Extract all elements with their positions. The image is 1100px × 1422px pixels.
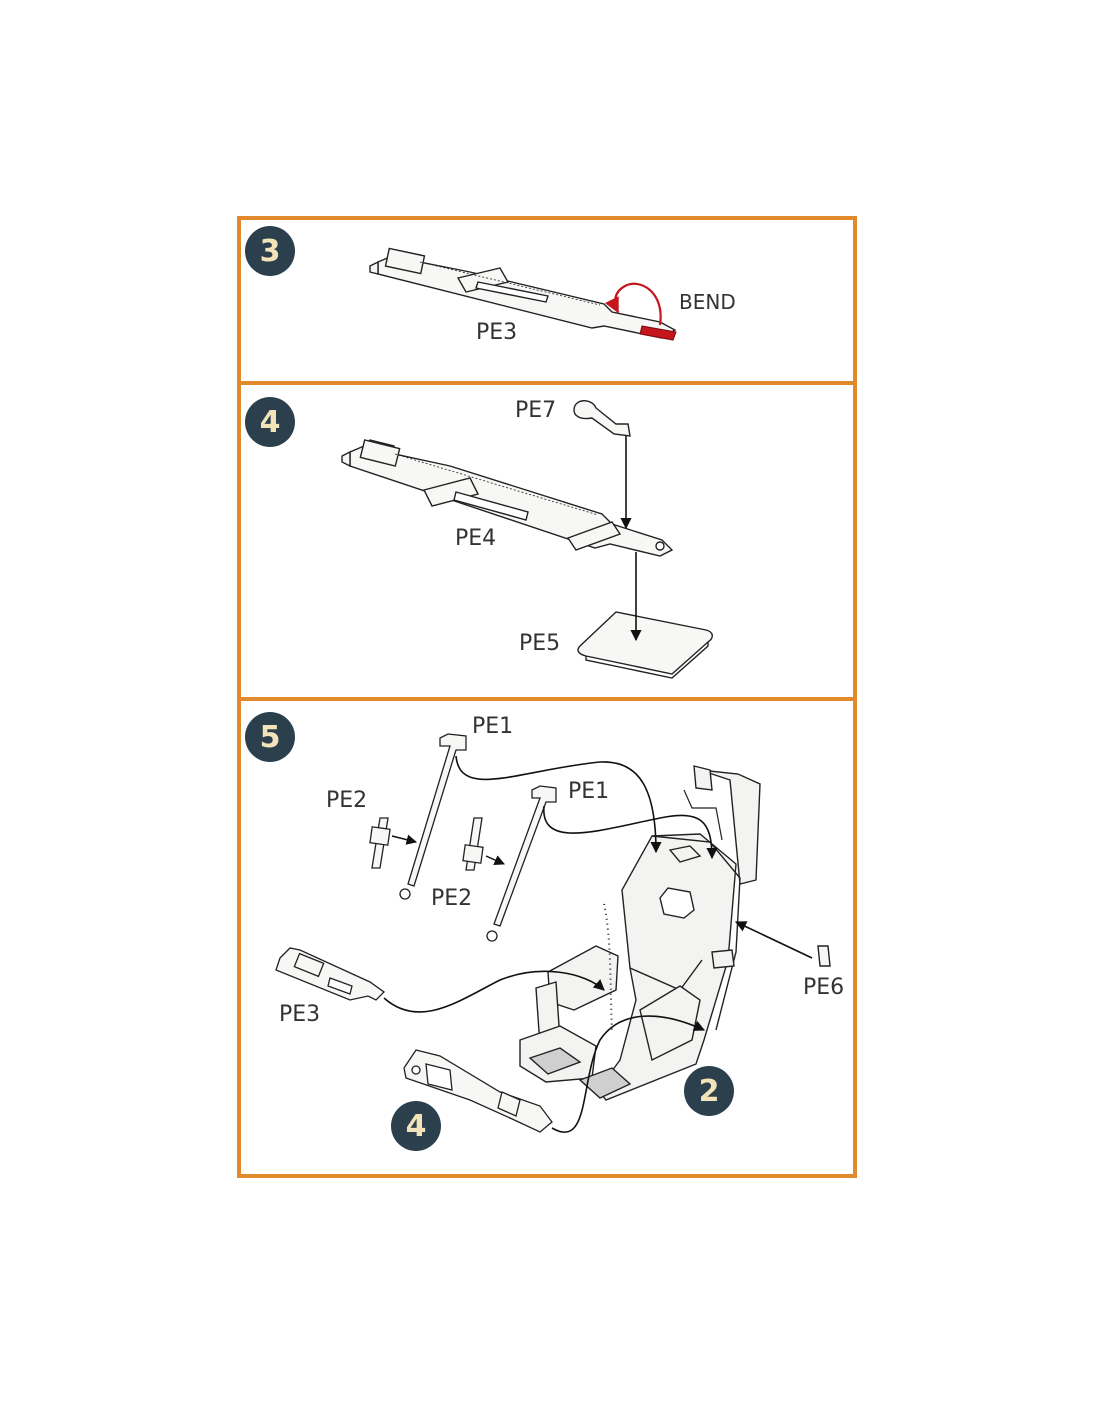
- label-bend: BEND: [679, 290, 736, 314]
- pe5-plate-drawing: [577, 552, 713, 679]
- pe3-strap-drawing: [369, 247, 677, 339]
- label-pe4: PE4: [455, 526, 497, 551]
- pe1-left-strap-drawing: [399, 733, 467, 900]
- label-pe6: PE6: [803, 975, 845, 1000]
- step-5-badge: 5: [245, 712, 295, 762]
- pe1-right-strap-drawing: [486, 785, 557, 942]
- bend-tab-highlight: [604, 282, 677, 341]
- step-4-badge: 4: [245, 397, 295, 447]
- label-pe7: PE7: [515, 398, 557, 423]
- label-pe1-mid: PE1: [568, 779, 610, 804]
- divider-4-5: [237, 697, 857, 701]
- label-pe5: PE5: [519, 631, 561, 656]
- assembly-leader-lines: [383, 755, 718, 1133]
- ref-step-2-badge: 2: [684, 1066, 734, 1116]
- pe4-small-strap-drawing: [403, 1049, 553, 1133]
- pe6-part-drawing: [734, 921, 831, 967]
- pe2-right-buckle-drawing: [462, 817, 505, 871]
- divider-3-4: [237, 381, 857, 385]
- label-pe1-top: PE1: [472, 714, 514, 739]
- pe3-small-strap-drawing: [275, 947, 386, 1001]
- ejection-seat-drawing: [519, 765, 761, 1101]
- label-pe3: PE3: [476, 320, 518, 345]
- label-pe3-step5: PE3: [279, 1002, 321, 1027]
- label-pe2-right: PE2: [431, 886, 473, 911]
- pe4-strap-drawing: [341, 439, 674, 557]
- pe2-left-buckle-drawing: [369, 817, 418, 869]
- ref-step-4-badge: 4: [391, 1101, 441, 1151]
- step-3-badge: 3: [245, 226, 295, 276]
- pe7-part-drawing: [573, 400, 632, 530]
- label-pe2-left: PE2: [326, 788, 368, 813]
